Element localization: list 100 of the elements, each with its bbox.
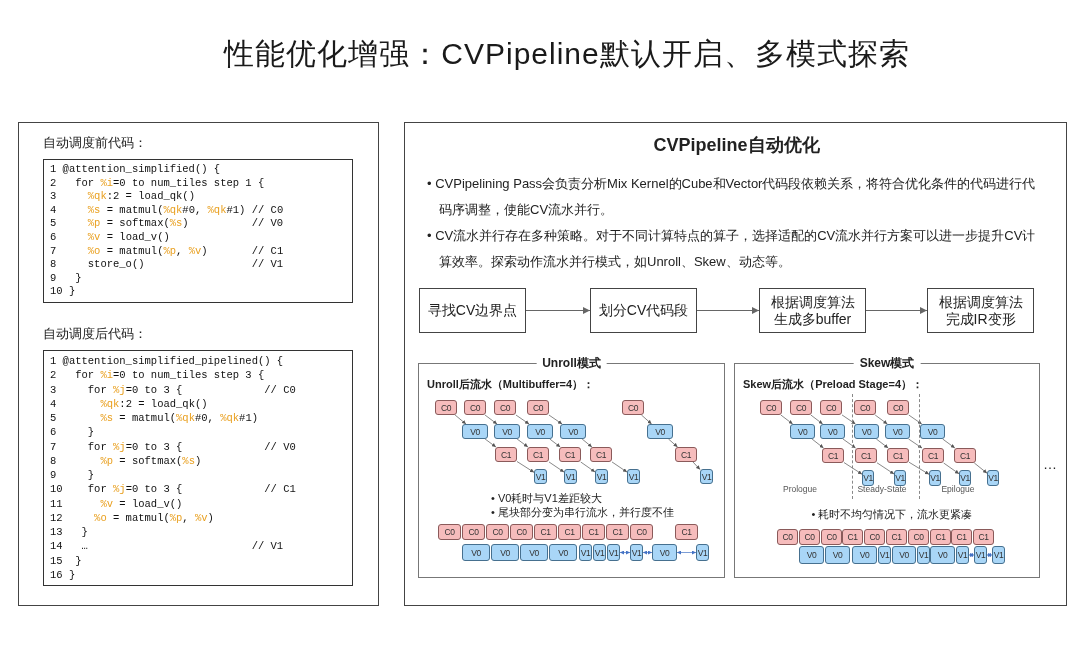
panel-title: CVPipeline自动优化 [652, 134, 821, 157]
code-panel [18, 122, 379, 606]
pipeline-block: C0 [510, 524, 533, 540]
ellipsis-text: … [1043, 456, 1057, 472]
code-line: 5 %p = softmax(%s) // V0 [50, 217, 284, 231]
note-text: • 耗时不均匀情况下，流水更紧凑 [811, 508, 973, 520]
pipeline-block: C1 [559, 447, 581, 462]
code-line: 8 store_o() // V1 [50, 258, 284, 272]
subtitle: Unroll后流水（Multibuffer=4）： [427, 377, 595, 392]
pipeline-block: C1 [886, 529, 907, 545]
code-line: 9 } [50, 271, 82, 286]
pipeline-block: C0 [464, 400, 486, 415]
pipeline-block: V1 [627, 469, 640, 484]
code-line: 3 %qk:2 = load_qk() [50, 190, 195, 204]
pipeline-block: V0 [930, 546, 955, 564]
pipeline-block: C1 [954, 448, 976, 463]
pipeline-block: V0 [799, 546, 824, 564]
code-line: 2 for %i=0 to num_tiles step 3 { [50, 368, 265, 383]
code-line: 4 %s = matmul(%qk#0, %qk#1) // C0 [50, 203, 284, 218]
pipeline-block: V1 [974, 546, 987, 564]
pipeline-block: C1 [534, 524, 557, 540]
pipeline-block: V1 [630, 544, 643, 561]
code-line: 1 @attention_simplified_pipelined() { [50, 354, 284, 369]
pipeline-block: C0 [486, 524, 509, 540]
pipeline-block: V1 [534, 469, 547, 484]
process-box: 根据调度算法生成多buffer [759, 288, 866, 333]
arrow [696, 307, 760, 314]
code-line: 6 } [50, 425, 95, 440]
phase-label: Steady-State [857, 484, 907, 494]
pipeline-block: V1 [862, 470, 874, 486]
process-box: 寻找CV边界点 [419, 288, 526, 333]
code-line: 10 } [50, 285, 76, 299]
pipeline-block: C0 [790, 400, 812, 415]
pipeline-block: V1 [564, 469, 577, 484]
code-line: 15 } [50, 553, 82, 568]
pipeline-block: V0 [647, 424, 673, 439]
pipeline-block: C1 [951, 529, 972, 545]
pipeline-block: V1 [956, 546, 969, 564]
pipeline-block: V0 [527, 424, 553, 439]
code-line: 8 %p = softmax(%s) [50, 453, 202, 468]
bullet-text: • CV流水并行存在多种策略。对于不同计算特点的算子，选择适配的CV流水并行方案可以进一步提升CV计算效率。探索动作流水并行模式，如Unroll、Skew、动态等。 [427, 227, 1037, 271]
double-arrow [986, 553, 993, 557]
pipeline-block: V0 [549, 544, 577, 561]
code-line: 6 %v = load_v() [50, 231, 170, 245]
pipeline-block: C1 [582, 524, 605, 540]
pipeline-block: C1 [973, 529, 994, 545]
pipeline-block: C0 [630, 524, 653, 540]
subtitle: Skew后流水（Preload Stage=4）： [743, 377, 924, 392]
pipeline-block: V1 [959, 470, 971, 486]
pipeline-block: C1 [558, 524, 581, 540]
pipeline-block: C1 [855, 448, 877, 463]
phase-label: Epilogue [941, 484, 975, 494]
pipeline-block: C1 [495, 447, 517, 462]
code-line: 14 … // V1 [50, 539, 284, 554]
pipeline-block: V1 [595, 469, 608, 484]
code-line: 3 for %j=0 to 3 { // C0 [50, 382, 296, 397]
arrow [865, 307, 928, 314]
pipeline-block: C0 [854, 400, 876, 415]
code-line: 1 @attention_simplified() { [50, 163, 221, 177]
pipeline-block: C1 [590, 447, 612, 462]
pipeline-block: V0 [652, 544, 677, 561]
bullet-text: • CVPipelining Pass会负责分析Mix Kernel的Cube和Vector代码段依赖关系，将符合优化条件的代码进行代码序调整，使能CV流水并行。 [427, 175, 1037, 219]
pipeline-block: C1 [922, 448, 944, 463]
code-line: 16 } [50, 567, 76, 582]
pipeline-block: C0 [435, 400, 457, 415]
pipeline-block: V0 [491, 544, 519, 561]
code-line: 5 %s = matmul(%qk#0, %qk#1) [50, 411, 258, 426]
pipeline-block: C1 [675, 447, 697, 462]
pipeline-block: V1 [987, 470, 999, 486]
pipeline-block: V0 [825, 546, 850, 564]
pipeline-block: C1 [527, 447, 549, 462]
pipeline-block: V1 [992, 546, 1005, 564]
pipeline-block: V0 [494, 424, 520, 439]
pipeline-block: V0 [790, 424, 815, 439]
pipeline-block: V1 [878, 546, 891, 564]
pipeline-block: C1 [887, 448, 909, 463]
pipeline-block: V0 [920, 424, 945, 439]
code-line: 13 } [50, 525, 88, 540]
pipeline-block: V1 [929, 470, 941, 486]
pipeline-block: V0 [885, 424, 910, 439]
pipeline-block: V0 [820, 424, 845, 439]
pipeline-block: C0 [799, 529, 820, 545]
pipeline-block: V1 [917, 546, 930, 564]
pipeline-block: V0 [892, 546, 916, 564]
pipeline-block: C1 [930, 529, 951, 545]
phase-label: Prologue [783, 484, 817, 494]
pipeline-block: C0 [438, 524, 461, 540]
pipeline-block: V0 [560, 424, 586, 439]
content-panel [404, 122, 1067, 606]
section-heading: 自动调度前代码： [43, 134, 147, 152]
pipeline-block: V0 [520, 544, 548, 561]
pipeline-block: V0 [462, 544, 490, 561]
pipeline-block: C0 [760, 400, 782, 415]
pipeline-block: V1 [593, 544, 606, 561]
pipeline-block: C0 [622, 400, 644, 415]
note-text: • 尾块部分变为串行流水，并行度不佳 [491, 506, 674, 518]
panel-title: Skew模式 [853, 356, 921, 370]
process-box: 根据调度算法完成IR变形 [927, 288, 1034, 333]
pipeline-block: C1 [606, 524, 629, 540]
code-line: 2 for %i=0 to num_tiles step 1 { [50, 176, 265, 191]
